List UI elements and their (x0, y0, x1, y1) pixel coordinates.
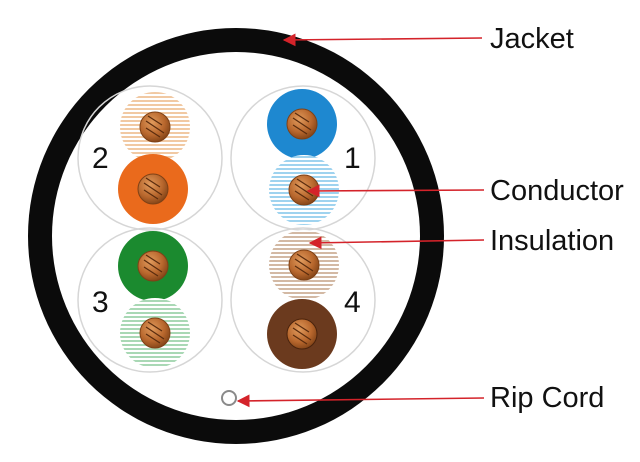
jacket-arrow (282, 33, 483, 47)
conductor-strand-lines (143, 112, 314, 345)
conductor-arrow (306, 184, 485, 198)
pair-3-outline (77, 227, 223, 373)
pair-1-outline (230, 85, 376, 231)
callout-arrows (236, 33, 485, 408)
rip-cord (221, 390, 237, 406)
conductor-label: Conductor (490, 175, 624, 207)
insulation-label: Insulation (490, 225, 614, 257)
pair-2-outline (77, 85, 223, 231)
pair-2-number: 2 (92, 142, 109, 175)
pair-4-number: 4 (344, 286, 361, 319)
pair-3-number: 3 (92, 286, 109, 319)
insulation-arrow (308, 236, 485, 250)
rip-cord-label: Rip Cord (490, 382, 604, 414)
pair-1-number: 1 (344, 142, 361, 175)
jacket-label: Jacket (490, 23, 574, 55)
pair-4-outline (230, 227, 376, 373)
pair-outlines (77, 85, 376, 373)
rip-cord-arrow (236, 394, 485, 408)
jacket-inner-space (52, 52, 420, 420)
